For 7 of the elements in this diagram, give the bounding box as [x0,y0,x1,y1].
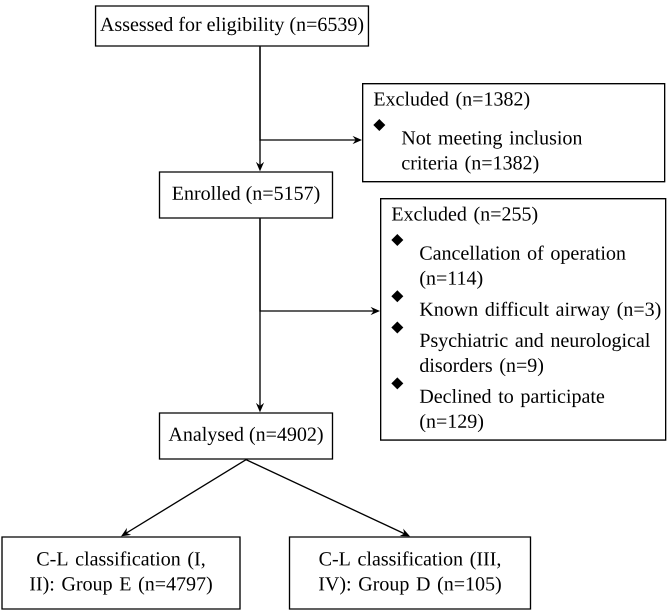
process-box: Assessed for eligibility (n=6539) [94,5,370,47]
process-box: Analysed (n=4902) [158,412,334,460]
exclusion-box: Excluded (n=255) Cancellation of operation (n=114) Known difficult airway (n=3) Psychiatric and neurological disorders (n=9) Declined to participate (n=129) [380,198,666,441]
process-box: C-L classification (I, II): Group E (n=4797) [1,536,241,610]
process-box: Enrolled (n=5157) [158,171,334,219]
process-box: C-L classification (III, IV): Group D (n=105) [288,536,532,610]
exclusion-box: Excluded (n=1382) Not meeting inclusion criteria (n=1382) [362,83,666,182]
